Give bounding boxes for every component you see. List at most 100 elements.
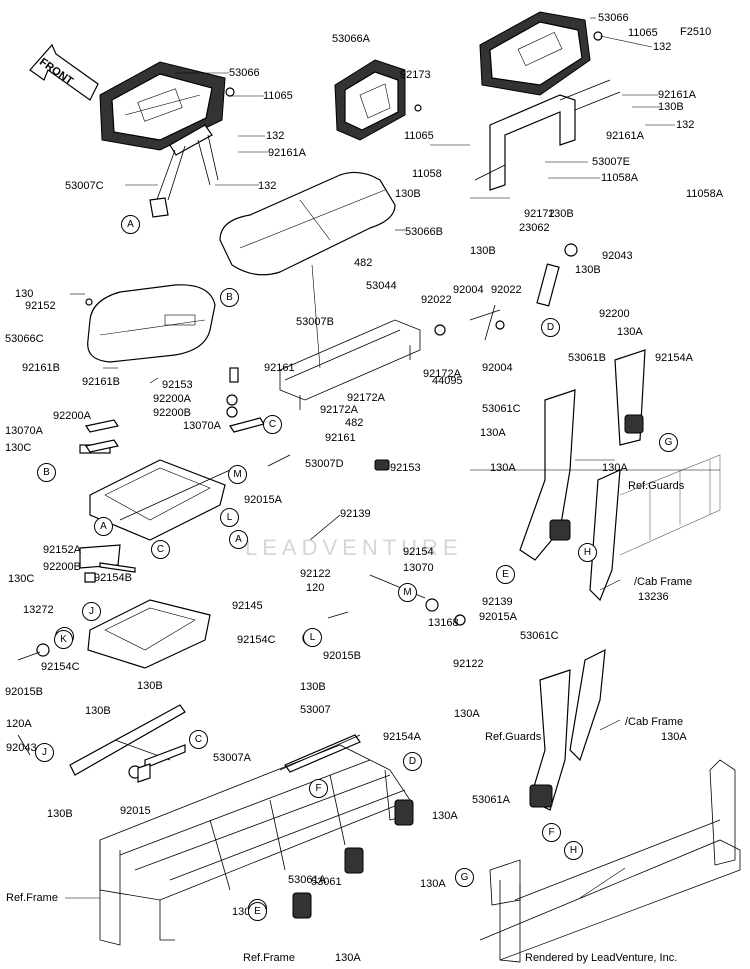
part-number-label: 11058A bbox=[686, 188, 724, 200]
part-number-label: 13070A bbox=[183, 420, 221, 432]
part-number-label: 130A bbox=[602, 462, 628, 474]
part-number-label: 53066 bbox=[229, 67, 260, 79]
part-number-label: 13236 bbox=[638, 591, 669, 603]
part-number-label: 130B bbox=[470, 245, 496, 257]
part-number-label: 92043 bbox=[602, 250, 633, 262]
footer-credit: Rendered by LeadVenture, Inc. bbox=[525, 952, 678, 964]
part-number-label: Ref.Guards bbox=[485, 731, 542, 743]
front-arrow-icon bbox=[29, 43, 99, 101]
seat-slider-frame bbox=[79, 444, 231, 569]
callout-marker: C bbox=[263, 415, 282, 434]
part-number-label: 130A bbox=[661, 731, 687, 743]
callout-marker: E bbox=[248, 902, 267, 921]
part-number-label: 92161A bbox=[606, 130, 644, 142]
part-number-label: 53066A bbox=[332, 33, 370, 45]
part-number-label: 92139 bbox=[482, 596, 513, 608]
diagram-code: F2510 bbox=[680, 26, 712, 38]
center-headrest bbox=[334, 59, 406, 141]
callout-marker: G bbox=[659, 433, 678, 452]
part-number-label: 53066B bbox=[405, 226, 443, 238]
part-number-label: 92161B bbox=[22, 362, 60, 374]
part-number-label: 53066 bbox=[598, 12, 629, 24]
callout-marker: F bbox=[309, 779, 328, 798]
part-number-label: 92122 bbox=[300, 568, 331, 580]
part-number-label: 92161A bbox=[268, 147, 306, 159]
part-number-label: 130A bbox=[490, 462, 516, 474]
part-number-label: 92172A bbox=[347, 392, 385, 404]
part-number-label: 92004 bbox=[482, 362, 513, 374]
callout-marker: C bbox=[151, 540, 170, 559]
seat-belt-buckles-lower bbox=[292, 799, 414, 919]
part-number-label: 130B bbox=[395, 188, 421, 200]
callout-marker: C bbox=[189, 730, 208, 749]
part-number-label: Ref.Guards bbox=[628, 480, 685, 492]
callout-marker: L bbox=[303, 628, 322, 647]
part-number-label: 92015B bbox=[323, 650, 361, 662]
part-number-label: /Cab Frame bbox=[625, 716, 684, 728]
part-number-label: 132 bbox=[258, 180, 277, 192]
part-number-label: 130B bbox=[300, 681, 326, 693]
part-number-label: 92154B bbox=[94, 572, 132, 584]
callout-marker: D bbox=[403, 752, 422, 771]
part-number-label: 130B bbox=[575, 264, 601, 276]
part-number-label: 13272 bbox=[23, 604, 54, 616]
part-number-label: 53007B bbox=[296, 316, 334, 328]
mount-rails bbox=[69, 704, 361, 776]
part-number-label: 92154A bbox=[655, 352, 693, 364]
part-number-label: 53007A bbox=[213, 752, 251, 764]
callout-marker: B bbox=[220, 288, 239, 307]
part-number-label: 53061C bbox=[520, 630, 559, 642]
part-number-label: 53044 bbox=[366, 280, 397, 292]
part-number-label: 92200 bbox=[599, 308, 630, 320]
part-number-label: 92154A bbox=[383, 731, 421, 743]
left-seat-cushion bbox=[87, 284, 216, 363]
part-number-label: 92015A bbox=[479, 611, 517, 623]
part-number-label: 13070 bbox=[403, 562, 434, 574]
part-number-label: Ref.Frame bbox=[243, 952, 295, 964]
left-backrest bbox=[99, 61, 226, 151]
callout-marker: F bbox=[542, 823, 561, 842]
backrest-bracket-right bbox=[474, 79, 621, 191]
hardware-fasteners bbox=[17, 31, 603, 783]
part-number-label: 92152A bbox=[43, 544, 81, 556]
part-number-label: 53007D bbox=[305, 458, 344, 470]
part-number-label: 130A bbox=[454, 708, 480, 720]
callout-marker: A bbox=[121, 215, 140, 234]
part-number-label: 53061 bbox=[311, 876, 342, 888]
part-number-label: 53061B bbox=[568, 352, 606, 364]
part-number-label: 92145 bbox=[232, 600, 263, 612]
part-number-label: 92154 bbox=[403, 546, 434, 558]
callout-marker: J bbox=[82, 602, 101, 621]
seat-frame-tube bbox=[279, 319, 421, 410]
part-number-label: 92161 bbox=[264, 362, 295, 374]
part-number-label: 53007 bbox=[300, 704, 331, 716]
part-number-label: 92015 bbox=[120, 805, 151, 817]
part-number-label: 130A bbox=[335, 952, 361, 964]
part-number-label: 92015A bbox=[244, 494, 282, 506]
part-number-label: 120A bbox=[6, 718, 32, 730]
part-number-label: 44095 bbox=[432, 375, 463, 387]
backrest-bracket-left bbox=[149, 124, 219, 218]
part-number-label: 92139 bbox=[340, 508, 371, 520]
part-number-label: /Cab Frame bbox=[634, 576, 693, 588]
part-number-label: 92200A bbox=[153, 393, 191, 405]
part-number-label: 130A bbox=[480, 427, 506, 439]
part-number-label: 130B bbox=[658, 101, 684, 113]
part-number-label: 132 bbox=[676, 119, 695, 131]
callout-marker: B bbox=[37, 463, 56, 482]
part-number-label: 482 bbox=[354, 257, 373, 269]
leader-lines bbox=[65, 17, 720, 899]
part-number-label: 92200B bbox=[43, 561, 81, 573]
callout-marker: J bbox=[35, 743, 54, 762]
part-number-label: 130A bbox=[420, 878, 446, 890]
part-number-label: 92200A bbox=[53, 410, 91, 422]
part-number-label: 132 bbox=[653, 41, 672, 53]
part-number-label: 92152 bbox=[25, 300, 56, 312]
part-number-label: 53066C bbox=[5, 333, 44, 345]
callout-marker: K bbox=[54, 630, 73, 649]
part-number-label: 130A bbox=[617, 326, 643, 338]
part-number-label: 130B bbox=[47, 808, 73, 820]
seat-belt-assembly-lower bbox=[479, 648, 741, 963]
